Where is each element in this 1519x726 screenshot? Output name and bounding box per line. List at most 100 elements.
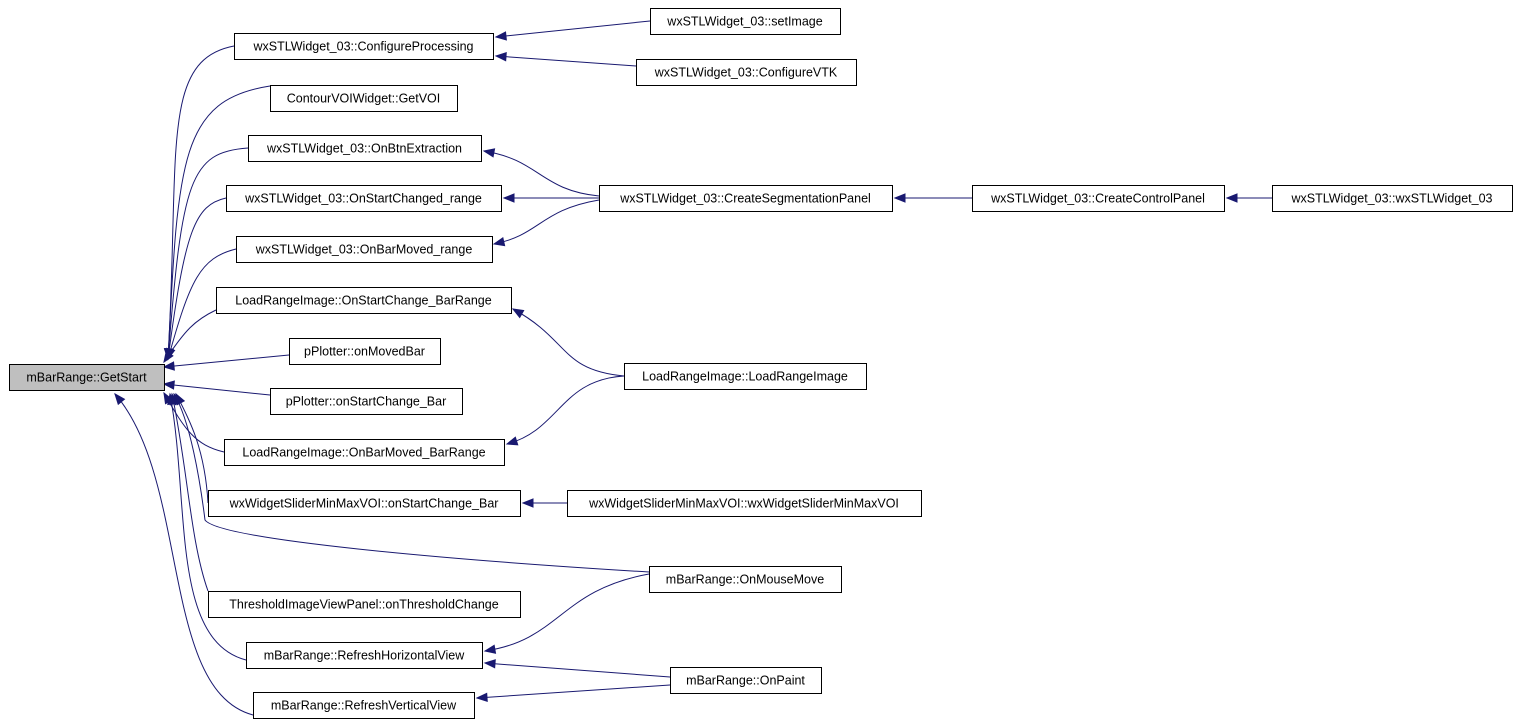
node-box[interactable] (226, 185, 502, 212)
node-box[interactable] (624, 363, 867, 390)
nodes-layer: mBarRange::GetStart wxSTLWidget_03::Confi… (9, 8, 1513, 719)
node-box[interactable] (246, 642, 483, 669)
node-box[interactable] (670, 667, 822, 694)
node-label: LoadRangeImage::OnBarMoved_BarRange (242, 446, 485, 460)
node-label: wxSTLWidget_03::CreateControlPanel (990, 192, 1205, 206)
node-box[interactable] (649, 566, 842, 593)
node-lri_lri[interactable]: LoadRangeImage::LoadRangeImage (624, 363, 867, 390)
node-box[interactable] (636, 59, 857, 86)
node-box[interactable] (289, 338, 441, 365)
node-box[interactable] (599, 185, 893, 212)
edge-line (484, 662, 671, 678)
edge-onpaint-to-refreshh (483, 659, 671, 678)
edge-refreshv-to-getstart (114, 392, 254, 716)
edge-line (495, 55, 637, 67)
node-box[interactable] (270, 85, 458, 112)
arrowhead-icon (114, 392, 126, 406)
node-label: mBarRange::GetStart (26, 371, 147, 385)
edge-line (483, 150, 600, 197)
edge-createseg-to-onstartrange (502, 193, 599, 203)
node-tivp[interactable]: ThresholdImageViewPanel::onThresholdChan… (208, 591, 521, 618)
node-refreshh[interactable]: mBarRange::RefreshHorizontalView (246, 642, 483, 669)
node-onbarmovedrange[interactable]: wxSTLWidget_03::OnBarMoved_range (236, 236, 493, 263)
node-setimage[interactable]: wxSTLWidget_03::setImage (650, 8, 841, 35)
edge-ctor-to-createctrl (1225, 193, 1272, 203)
node-box[interactable] (234, 33, 494, 60)
edge-line (114, 393, 254, 716)
edge-tivp-to-getstart (169, 392, 209, 592)
edge-onmousemove-to-getstart (173, 392, 650, 573)
edge-createseg-to-onbtnext (482, 148, 600, 197)
node-label: mBarRange::OnMouseMove (666, 573, 824, 587)
node-lri_onbarmoved[interactable]: LoadRangeImage::OnBarMoved_BarRange (224, 439, 505, 466)
edge-line (495, 20, 651, 38)
node-onbtnext[interactable]: wxSTLWidget_03::OnBtnExtraction (248, 135, 482, 162)
arrowhead-icon (492, 237, 506, 247)
node-label: wxSTLWidget_03::OnBtnExtraction (266, 142, 462, 156)
node-createctrl[interactable]: wxSTLWidget_03::CreateControlPanel (972, 185, 1225, 212)
edge-line (506, 375, 625, 445)
node-label: wxSTLWidget_03::OnBarMoved_range (255, 243, 473, 257)
arrowhead-icon (494, 31, 507, 41)
edge-pp_onmoved-to-getstart (162, 354, 290, 371)
edge-line (493, 199, 600, 245)
node-box[interactable] (567, 490, 922, 517)
edge-line (167, 45, 235, 360)
node-label: wxWidgetSliderMinMaxVOI::onStartChange_B… (229, 497, 499, 511)
edge-pp_onstart-to-getstart (162, 380, 271, 396)
node-box[interactable] (253, 692, 475, 719)
node-box[interactable] (224, 439, 505, 466)
edge-line (167, 197, 227, 360)
edge-line (476, 684, 671, 699)
edge-line (484, 573, 650, 652)
node-box[interactable] (208, 490, 521, 517)
node-onpaint[interactable]: mBarRange::OnPaint (670, 667, 822, 694)
node-lri_onstart[interactable]: LoadRangeImage::OnStartChange_BarRange (216, 287, 512, 314)
root-node-getstart[interactable]: mBarRange::GetStart (9, 364, 165, 391)
node-label: wxSTLWidget_03::OnStartChanged_range (244, 192, 482, 206)
node-box[interactable] (650, 8, 841, 35)
arrowhead-icon (483, 659, 496, 669)
edge-line (167, 248, 237, 360)
node-box[interactable] (1272, 185, 1513, 212)
node-onmousemove[interactable]: mBarRange::OnMouseMove (649, 566, 842, 593)
node-label: mBarRange::RefreshVerticalView (271, 699, 457, 713)
node-wws_onstart[interactable]: wxWidgetSliderMinMaxVOI::onStartChange_B… (208, 490, 521, 517)
node-configvtk[interactable]: wxSTLWidget_03::ConfigureVTK (636, 59, 857, 86)
edge-wws_ctor-to-wws_onstart (521, 498, 567, 508)
node-box[interactable] (972, 185, 1225, 212)
arrowhead-icon (482, 148, 496, 158)
node-contourget[interactable]: ContourVOIWidget::GetVOI (270, 85, 458, 112)
arrowhead-icon (1225, 193, 1238, 203)
node-refreshv[interactable]: mBarRange::RefreshVerticalView (253, 692, 475, 719)
node-box[interactable] (216, 287, 512, 314)
edge-line (173, 393, 650, 573)
node-createseg[interactable]: wxSTLWidget_03::CreateSegmentationPanel (599, 185, 893, 212)
node-onstartrange[interactable]: wxSTLWidget_03::OnStartChanged_range (226, 185, 502, 212)
edge-line (512, 308, 625, 377)
edge-onmousemove-to-refreshh (483, 573, 650, 654)
node-box[interactable] (208, 591, 521, 618)
arrowhead-icon (893, 193, 906, 203)
node-label: mBarRange::OnPaint (686, 674, 805, 688)
edge-line (167, 147, 249, 360)
edge-line (171, 393, 209, 592)
node-box[interactable] (9, 364, 165, 391)
node-pp_onstart[interactable]: pPlotter::onStartChange_Bar (270, 388, 463, 415)
edge-refreshh-to-getstart (167, 392, 247, 661)
node-pp_onmoved[interactable]: pPlotter::onMovedBar (289, 338, 441, 365)
node-box[interactable] (248, 135, 482, 162)
arrowhead-icon (483, 644, 497, 654)
edge-createseg-to-onbarmovedrange (492, 199, 600, 247)
node-configproc[interactable]: wxSTLWidget_03::ConfigureProcessing (234, 33, 494, 60)
node-box[interactable] (270, 388, 463, 415)
node-ctor[interactable]: wxSTLWidget_03::wxSTLWidget_03 (1272, 185, 1513, 212)
node-label: ContourVOIWidget::GetVOI (287, 92, 441, 106)
edge-lri_lri-to-lri_onstart (511, 308, 625, 377)
node-label: wxWidgetSliderMinMaxVOI::wxWidgetSliderM… (588, 497, 899, 511)
node-label: wxSTLWidget_03::ConfigureProcessing (252, 40, 473, 54)
node-wws_ctor[interactable]: wxWidgetSliderMinMaxVOI::wxWidgetSliderM… (567, 490, 922, 517)
node-label: pPlotter::onStartChange_Bar (286, 395, 447, 409)
node-box[interactable] (236, 236, 493, 263)
